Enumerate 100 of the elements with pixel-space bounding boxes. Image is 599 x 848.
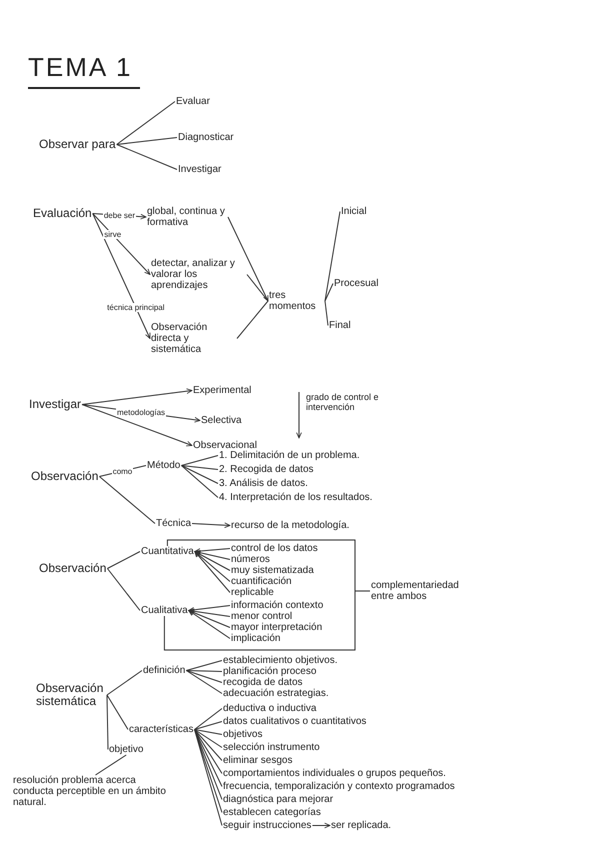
concept-text: Inicial	[340, 206, 368, 217]
arrow	[188, 610, 230, 639]
concept-text: replicable	[230, 587, 275, 598]
concept-text: frecuencia, temporalización y contexto programados	[222, 781, 456, 792]
concept-text: establecimiento objetivos.	[222, 655, 339, 666]
arrow	[82, 388, 192, 405]
concept-text: complementariedad entre ambos	[370, 580, 467, 602]
concept-text: Método	[146, 460, 182, 471]
connector-line	[116, 137, 178, 145]
connector-line	[236, 300, 268, 339]
arrow	[82, 404, 192, 446]
connector-line	[95, 754, 127, 776]
arrow	[312, 822, 330, 828]
connector-line	[98, 476, 156, 524]
edge-label: técnica principal	[106, 302, 166, 312]
concept-text: comportamientos individuales o grupos pequeños.	[222, 768, 447, 779]
connector-line	[98, 465, 146, 477]
concept-text: tres momentos	[268, 290, 325, 312]
connector-line	[194, 729, 222, 787]
connector-line	[106, 670, 142, 696]
concept-text: selección instrumento	[222, 742, 321, 753]
concept-text: Observación	[30, 470, 100, 483]
edge-label: como	[112, 466, 134, 476]
arrow	[194, 548, 230, 554]
arrow	[92, 213, 150, 339]
concept-text: Técnica	[155, 518, 192, 529]
arrow	[194, 551, 230, 593]
arrow	[188, 610, 230, 628]
connector-line	[106, 551, 140, 569]
concept-text: objetivo	[108, 744, 144, 755]
concept-text: diagnóstica para mejorar	[222, 794, 334, 805]
concept-text: datos cualitativos o cuantitativos	[222, 716, 368, 727]
connector-line	[180, 455, 218, 466]
connector-line	[164, 590, 370, 650]
concept-text: Diagnosticar	[177, 132, 235, 143]
concept-text: 3. Análisis de datos.	[218, 478, 309, 489]
connector-line	[194, 729, 222, 774]
concept-text: implicación	[230, 633, 282, 644]
connector-line	[116, 144, 178, 170]
concept-text: Procesual	[333, 278, 380, 289]
concept-text: Cuantitativa	[140, 546, 195, 557]
concept-text: definición	[142, 665, 186, 676]
concept-text: Investigar	[28, 398, 82, 411]
connector-line	[324, 283, 334, 302]
arrow	[228, 216, 268, 302]
arrow	[188, 605, 230, 613]
concept-text: recogida de datos	[222, 677, 304, 688]
concept-text: Observacional	[192, 440, 258, 451]
connector-line	[194, 729, 222, 735]
concept-text: Observar para	[38, 138, 117, 151]
concept-text: seguir instrucciones	[222, 820, 312, 831]
concept-text: Cualitativa	[140, 605, 189, 616]
concept-text: ser replicada.	[330, 820, 392, 831]
concept-text: menor control	[230, 611, 294, 622]
concept-text: eliminar sesgos	[222, 755, 294, 766]
connector-line	[186, 670, 222, 672]
concept-text: detectar, analizar y valorar los aprendizajes	[150, 258, 247, 291]
connector-line	[106, 568, 140, 611]
concept-text: cuantificación	[230, 576, 293, 587]
connector-line	[186, 670, 222, 694]
concept-text: 2. Recogida de datos	[218, 464, 315, 475]
concept-text: Evaluar	[175, 96, 211, 107]
note: grado de control e intervención	[306, 392, 380, 412]
concept-text: números	[230, 554, 271, 565]
connector-line	[180, 465, 218, 498]
concept-text: Observación directa y sistemática	[150, 322, 237, 355]
connector-line	[194, 708, 222, 730]
edge-label: metodologías	[116, 408, 166, 417]
connector-line	[186, 670, 222, 683]
title: TEMA 1	[28, 52, 140, 89]
concept-text: 1. Delimitación de un problema.	[218, 450, 361, 461]
edge-label: sirve	[103, 230, 122, 240]
concept-text: establecen categorías	[222, 807, 322, 818]
connector-line	[194, 729, 222, 748]
concept-text: Observación	[38, 562, 108, 575]
concept-text: Final	[328, 320, 352, 331]
connector-line	[116, 101, 176, 145]
connector-line	[324, 211, 340, 302]
arrow	[188, 608, 230, 617]
connector-line	[194, 721, 222, 730]
concept-text: objetivos	[222, 729, 264, 740]
concept-text: 4. Interpretación de los resultados.	[218, 492, 374, 503]
concept-text: Experimental	[192, 385, 252, 396]
concept-text: Selectiva	[200, 415, 243, 426]
concept-text: información contexto	[230, 600, 324, 611]
connector-line	[106, 694, 108, 750]
concept-text: recurso de la metodología.	[230, 520, 350, 531]
concept-text: control de los datos	[230, 543, 319, 554]
concept-text: mayor interpretación	[230, 622, 324, 633]
connector-line	[246, 274, 268, 302]
arrow	[192, 522, 230, 528]
concept-text: adecuación estrategias.	[222, 688, 330, 699]
concept-text: planificación proceso	[222, 666, 318, 677]
connector-line	[324, 300, 328, 326]
connector-line	[106, 694, 128, 730]
connector-line	[186, 660, 222, 671]
concept-text: Observación sistemática	[35, 682, 107, 708]
concept-text: características	[128, 724, 194, 735]
connector-line	[194, 729, 222, 761]
concept-text: Evaluación	[32, 207, 93, 220]
